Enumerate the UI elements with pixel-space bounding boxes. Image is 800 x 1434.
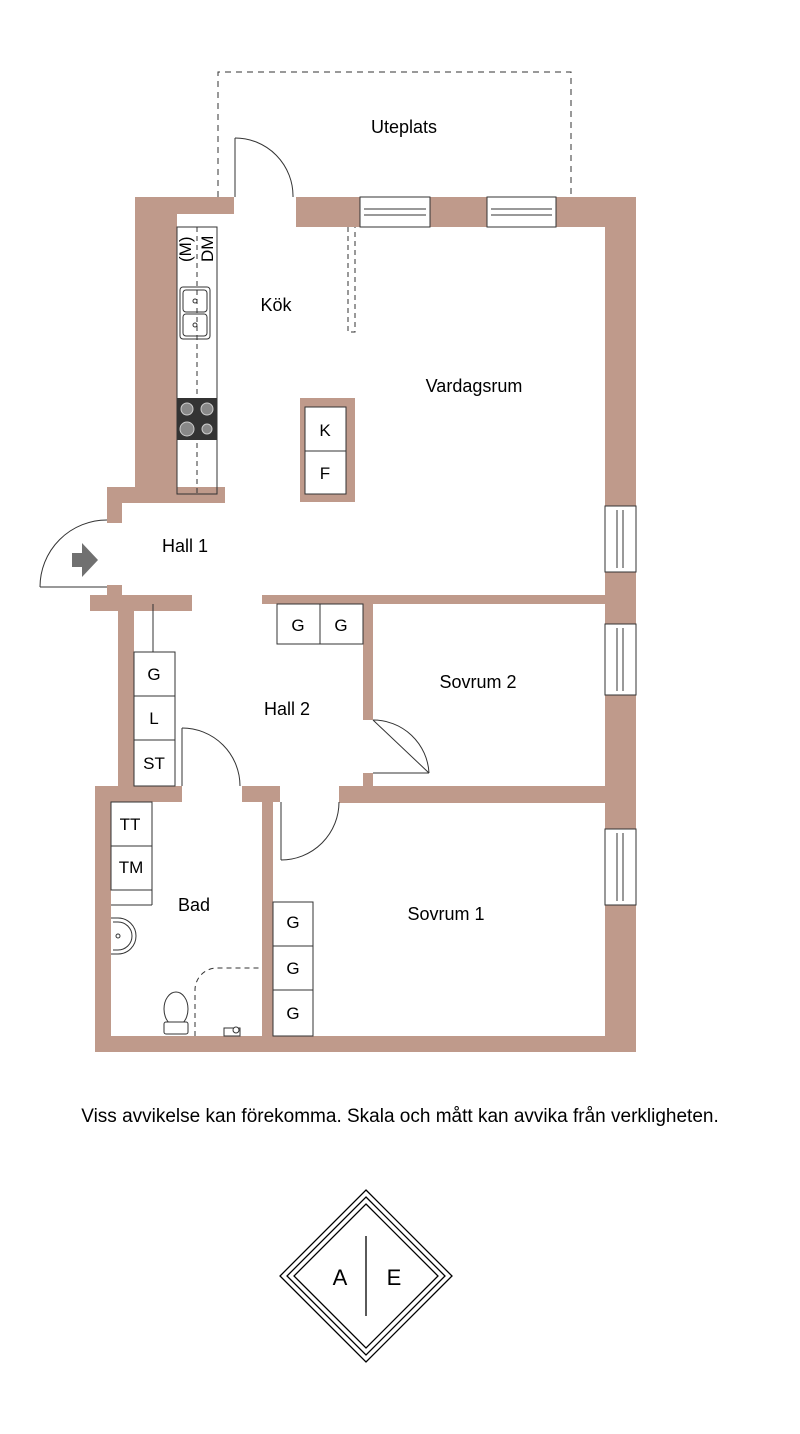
hall2-closet-label: ST [143,754,165,773]
sovrum1-wardrobe-label: G [286,959,299,978]
terrace-outline [217,71,572,197]
hall2-closet-label: L [149,709,158,728]
freezer-label: F [320,464,330,483]
sovrum1-wardrobes [272,901,314,1037]
stove-icon [177,398,217,440]
logo [279,1189,453,1363]
hall2-wardrobe-label: G [334,616,347,635]
room-label-sovrum2: Sovrum 2 [439,672,516,692]
hall2-wardrobe-label: G [291,616,304,635]
washbasin-icon [111,917,137,955]
kitchen-ceiling-line [347,227,356,333]
logo-letter-a: A [333,1265,348,1290]
shower-outline [194,967,262,1036]
sink-icon [179,286,211,340]
entry-arrow-icon [72,543,98,577]
hall2-closet-label: G [147,665,160,684]
sovrum1-wardrobe-label: G [286,913,299,932]
island [304,406,347,495]
logo-letter-e: E [387,1265,402,1290]
bath-unit-label: TM [119,858,144,877]
disclaimer: Viss avvikelse kan förekomma. Skala och … [81,1106,719,1127]
room-label-kok: Kök [260,295,292,315]
room-label-hall2: Hall 2 [264,699,310,719]
tap-icon [223,1026,241,1037]
bath-units [110,801,153,906]
room-label-vardagsrum: Vardagsrum [426,376,523,396]
fridge-label: K [319,421,331,440]
windows [359,196,637,906]
room-label-bad: Bad [178,895,210,915]
room-label-uteplats: Uteplats [371,117,437,137]
hall2-closets [133,604,176,787]
doors [39,137,430,861]
toilet-icon [163,991,189,1035]
room-label-sovrum1: Sovrum 1 [407,904,484,924]
sovrum1-wardrobe-label: G [286,1004,299,1023]
dishwasher-label: DM [198,236,217,262]
kitchen-counter [176,226,218,495]
room-label-hall1: Hall 1 [162,536,208,556]
bath-unit-label: TT [120,815,141,834]
microwave-label: (M) [176,237,195,262]
hall2-wardrobes [276,603,364,645]
